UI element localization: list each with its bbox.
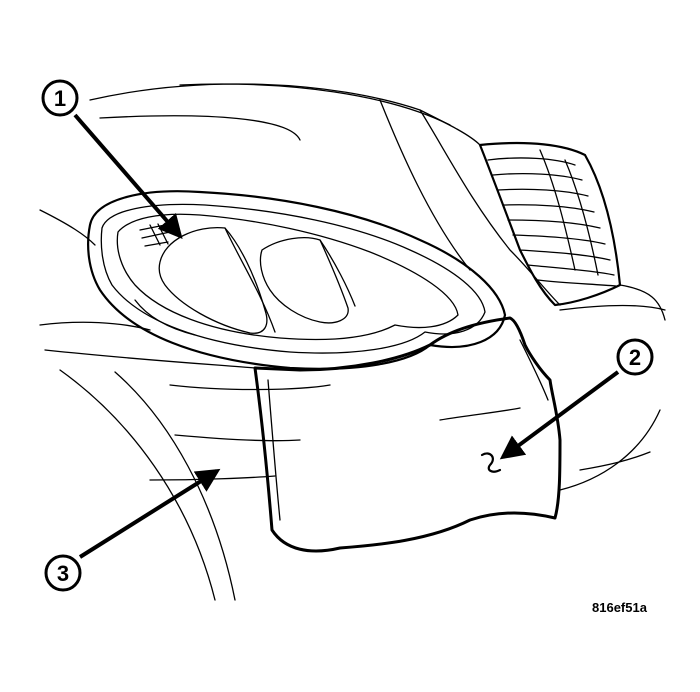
callout-3-label: 3 — [57, 561, 69, 586]
callout-arrows — [73, 113, 620, 559]
headlamp-assembly — [87, 190, 507, 370]
callout-2-label: 2 — [629, 345, 641, 370]
callout-2-arrow — [499, 370, 620, 460]
callout-3-arrow — [78, 468, 221, 559]
callout-3: 3 — [44, 554, 82, 592]
grille — [478, 141, 622, 307]
vehicle-body-lines — [39, 83, 666, 491]
fender-outline — [59, 369, 236, 601]
protective-cover — [253, 316, 562, 553]
figure-id: 816ef51a — [592, 600, 648, 615]
callout-1: 1 — [41, 79, 79, 117]
callout-1-label: 1 — [54, 86, 66, 111]
callout-1-arrow — [73, 113, 183, 240]
callout-2: 2 — [616, 338, 654, 376]
